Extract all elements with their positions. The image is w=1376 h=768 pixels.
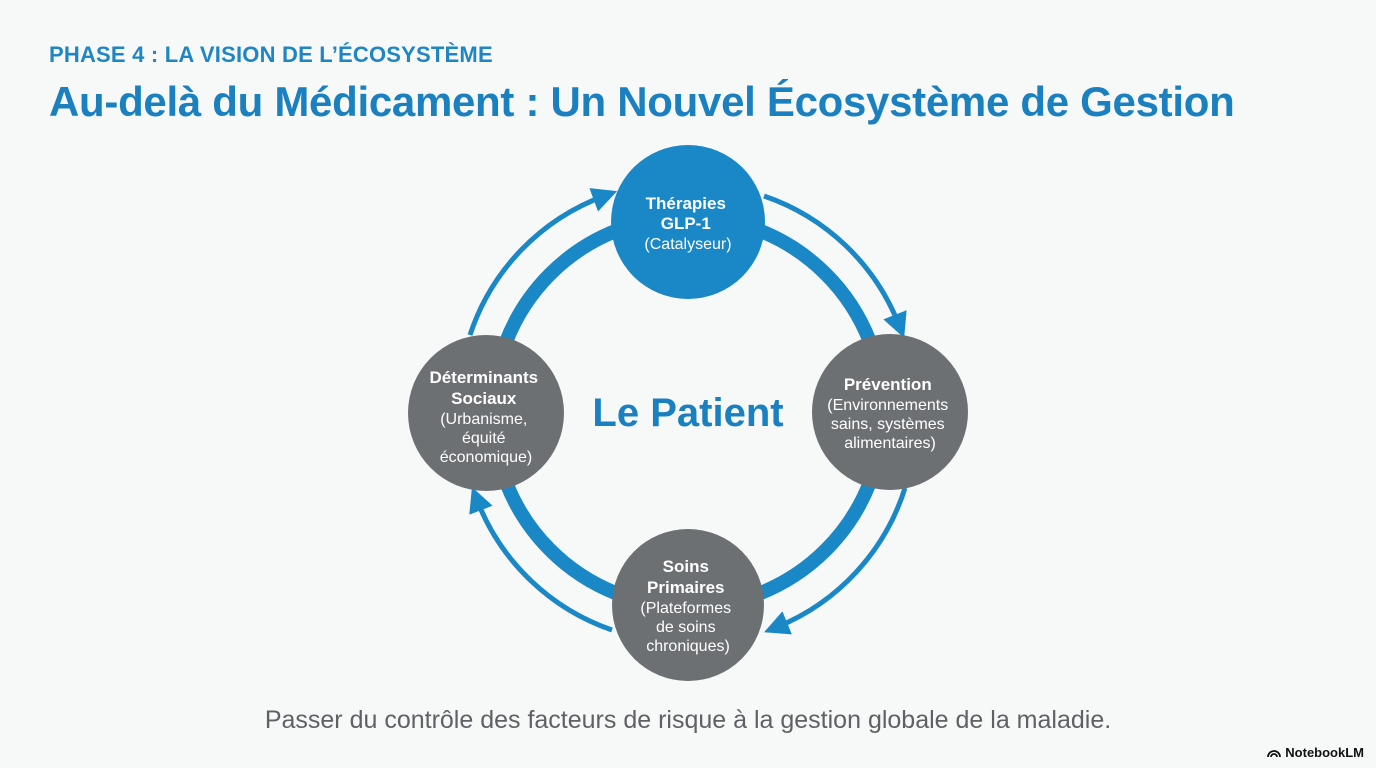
node-detail-line: chroniques) — [646, 638, 730, 655]
cycle-arrow-bottom-left — [469, 486, 613, 633]
node-detail-line: (Plateformes — [640, 600, 731, 617]
node-glp1-therapies: Thérapies GLP-1 (Catalyseur) — [611, 145, 765, 299]
node-title-line: Prévention — [844, 375, 932, 394]
node-detail-line: économique) — [440, 449, 533, 466]
notebooklm-logo-icon — [1267, 750, 1282, 758]
node-detail-line: de soins — [656, 619, 716, 636]
svg-text:Soins Primaires: Soins Primaires (Plateformes de soins ch… — [640, 557, 735, 655]
node-detail-line: équité — [462, 430, 506, 447]
center-patient-label: Le Patient — [592, 391, 783, 435]
cycle-arrow-top-left — [467, 188, 618, 336]
node-title-line: Sociaux — [451, 389, 517, 408]
svg-text:Déterminants Sociaux: Déterminants Sociaux (Urbanisme, équité … — [429, 368, 542, 466]
node-detail-line: (Environnements — [827, 397, 948, 414]
node-detail-line: (Catalyseur) — [644, 236, 731, 253]
node-title-line: Déterminants — [429, 368, 538, 387]
node-title-line: GLP-1 — [661, 214, 711, 233]
node-title-line: Soins — [663, 557, 709, 576]
node-social-determinants: Déterminants Sociaux (Urbanisme, équité … — [408, 335, 564, 491]
node-prevention: Prévention (Environnements sains, systèm… — [812, 334, 968, 490]
node-primary-care: Soins Primaires (Plateformes de soins ch… — [612, 529, 764, 681]
brand-watermark: NotebookLM — [1267, 745, 1364, 760]
svg-text:Thérapies GLP-1: Thérapies GLP-1 (Catalyseur) — [644, 194, 731, 253]
brand-name: NotebookLM — [1285, 745, 1364, 760]
node-detail-line: (Urbanisme, — [440, 411, 527, 428]
node-title-line: Thérapies — [646, 194, 726, 213]
node-detail-line: sains, systèmes — [831, 416, 945, 433]
node-detail-line: alimentaires) — [844, 435, 936, 452]
svg-text:Prévention (Environnem: Prévention (Environnements sains, systèm… — [827, 375, 952, 452]
cycle-arrow-bottom-right — [764, 487, 908, 635]
slide-title: Au-delà du Médicament : Un Nouvel Écosys… — [49, 78, 1235, 125]
phase-label: PHASE 4 : LA VISION DE L’ÉCOSYSTÈME — [49, 42, 493, 67]
slide-caption: Passer du contrôle des facteurs de risqu… — [264, 706, 1112, 734]
node-title-line: Primaires — [647, 578, 725, 597]
cycle-arrow-top-right — [763, 193, 907, 339]
